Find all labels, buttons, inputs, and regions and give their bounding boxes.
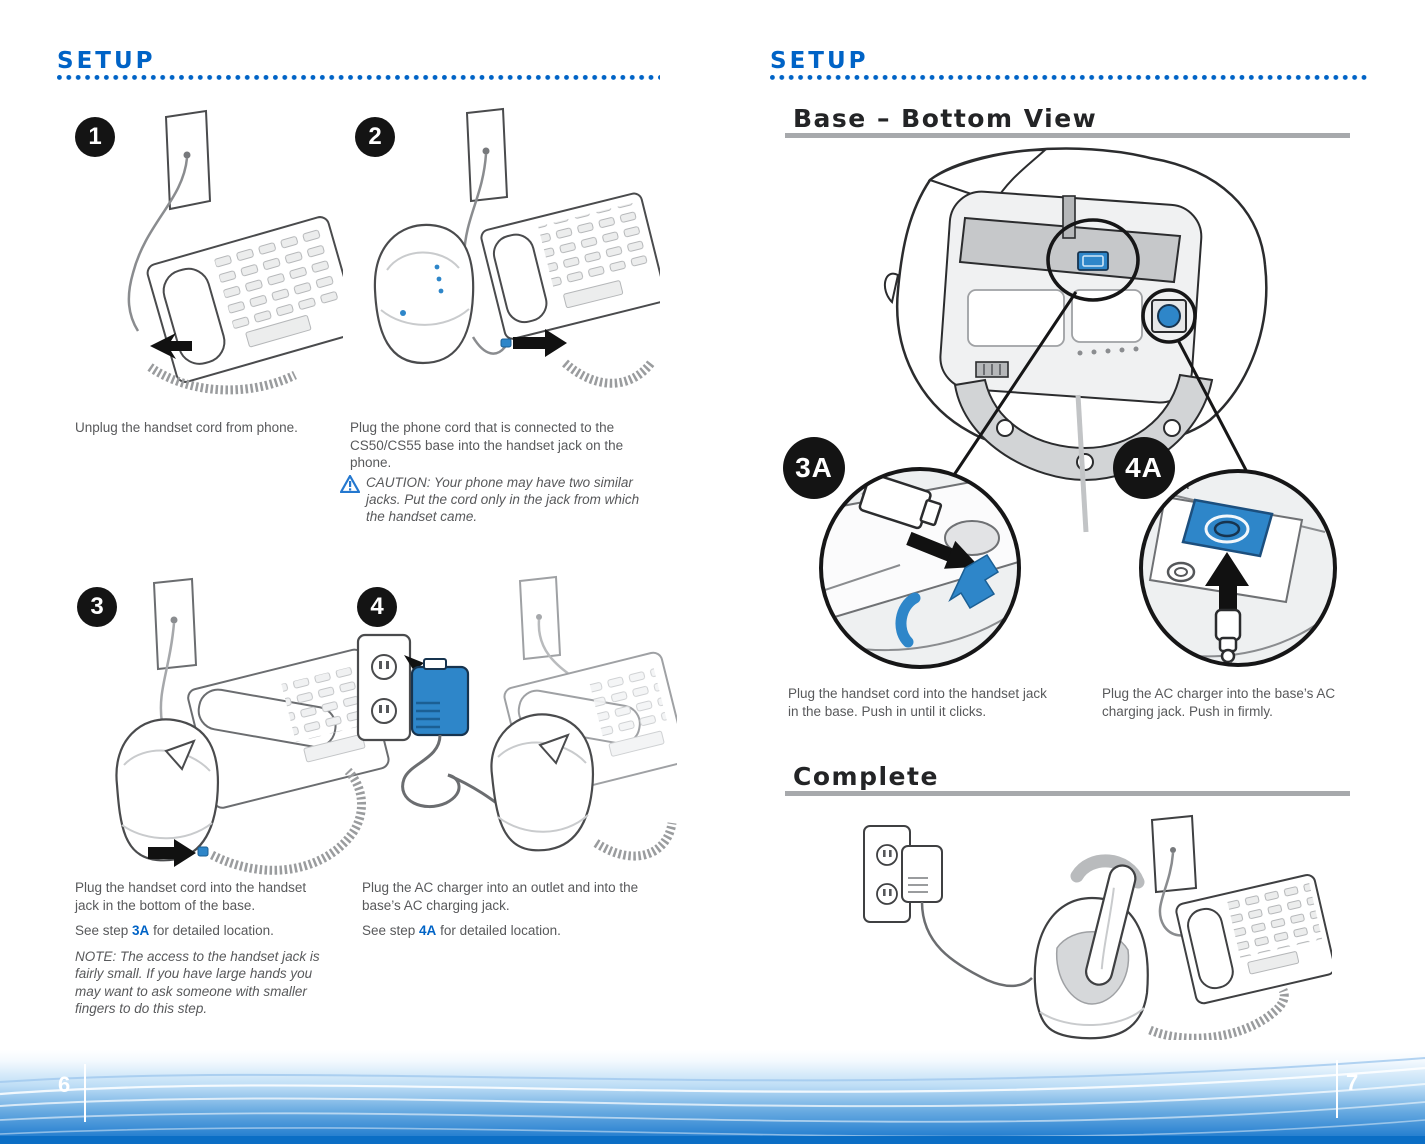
see-step-pre: See step — [362, 923, 420, 938]
step-2-caption: Plug the phone cord that is connected to… — [350, 419, 640, 480]
base-bottom-view-rule — [785, 133, 1350, 138]
see-step-ref-4a: 4A — [419, 923, 437, 938]
step-1-badge: 1 — [75, 117, 115, 157]
left-header-dotted-rule — [57, 75, 660, 80]
step-4-caption: Plug the AC charger into an outlet and i… — [362, 879, 640, 948]
left-setup-header: SETUP — [57, 48, 156, 74]
callout-3a-badge: 3A — [783, 437, 845, 499]
see-step-post: for detailed location. — [436, 923, 561, 938]
complete-title: Complete — [793, 762, 939, 791]
see-step-pre: See step — [75, 923, 133, 938]
step-1-caption-text: Unplug the handset cord from phone. — [75, 420, 298, 435]
step-3-caption: Plug the handset cord into the handset j… — [75, 879, 333, 1026]
step-1-illustration — [127, 109, 343, 395]
step-2-badge: 2 — [355, 117, 395, 157]
step-3-illustration — [115, 577, 390, 875]
step-3-badge: 3 — [77, 587, 117, 627]
step-1-caption: Unplug the handset cord from phone. — [75, 419, 325, 445]
right-header-dotted-rule — [770, 75, 1368, 80]
complete-illustration — [863, 814, 1332, 1040]
footer-wave-band — [0, 1050, 1425, 1144]
step-4-see-step: See step 4A for detailed location. — [362, 922, 640, 940]
step-2-illustration — [373, 107, 660, 388]
base-bottom-view-title: Base – Bottom View — [793, 104, 1098, 133]
step-3-caption-text: Plug the handset cord into the handset j… — [75, 880, 307, 913]
caution-triangle-icon — [340, 475, 360, 493]
see-step-ref-3a: 3A — [132, 923, 150, 938]
step-3-note: NOTE: The access to the handset jack is … — [75, 948, 320, 1017]
footer-bottom-bar — [0, 1136, 1425, 1144]
callout-4a-caption: Plug the AC charger into the base’s AC c… — [1102, 685, 1364, 728]
footer-wave-curves — [0, 1057, 1425, 1138]
left-page-number-rule — [84, 1064, 86, 1122]
step-2-caution-text: CAUTION: Your phone may have two similar… — [366, 475, 640, 524]
step-4-badge: 4 — [357, 587, 397, 627]
base-bottom-view-illustration — [819, 147, 1337, 669]
complete-rule — [785, 791, 1350, 796]
left-page-number: 6 — [58, 1072, 71, 1097]
see-step-post: for detailed location. — [149, 923, 274, 938]
right-page-number-rule — [1336, 1060, 1338, 1118]
step-2-caption-text: Plug the phone cord that is connected to… — [350, 420, 624, 470]
right-setup-header: SETUP — [770, 48, 869, 74]
callout-4a-badge: 4A — [1113, 437, 1175, 499]
step-4-caption-text: Plug the AC charger into an outlet and i… — [362, 880, 639, 913]
callout-4a-caption-text: Plug the AC charger into the base’s AC c… — [1102, 686, 1336, 719]
step-2-caution: CAUTION: Your phone may have two similar… — [340, 474, 640, 525]
step-3-see-step: See step 3A for detailed location. — [75, 922, 333, 940]
step-4-illustration — [356, 575, 677, 861]
callout-3a-caption-text: Plug the handset cord into the handset j… — [788, 686, 1047, 719]
right-page-number: 7 — [1346, 1070, 1359, 1095]
callout-3a-caption: Plug the handset cord into the handset j… — [788, 685, 1056, 728]
